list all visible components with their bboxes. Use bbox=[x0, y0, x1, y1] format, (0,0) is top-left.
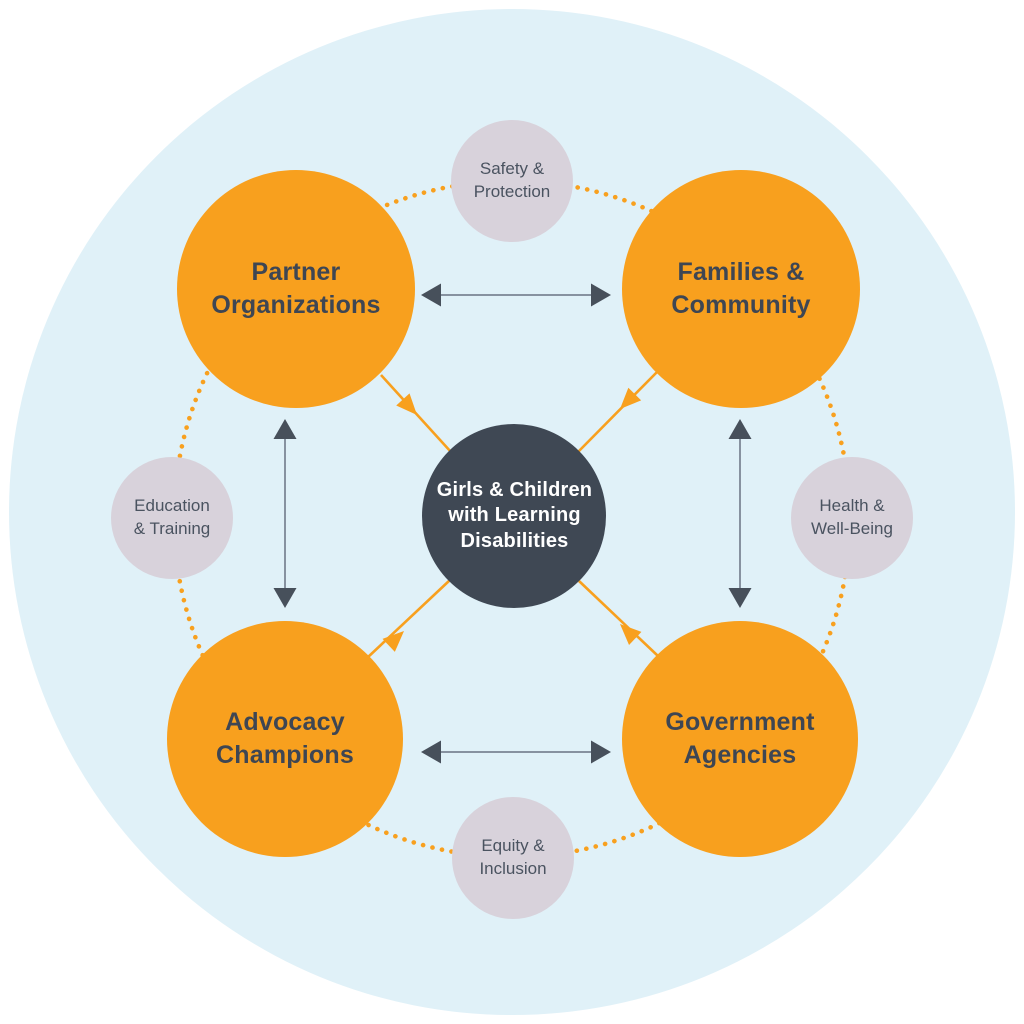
partner-organizations-circle bbox=[177, 170, 415, 408]
arrowhead-icon bbox=[728, 588, 752, 608]
advocacy-champions-circle bbox=[167, 621, 403, 857]
government-agencies-circle bbox=[622, 621, 858, 857]
link-arrows bbox=[284, 294, 741, 753]
link-arrowheads bbox=[273, 283, 752, 764]
arrowhead-icon bbox=[591, 283, 611, 307]
arrowhead-icon bbox=[421, 740, 441, 764]
education-training-circle bbox=[111, 457, 233, 579]
arrowhead-icon bbox=[591, 740, 611, 764]
arrowhead-icon bbox=[620, 624, 642, 645]
center-arrows bbox=[366, 370, 659, 659]
arrowhead-icon bbox=[273, 588, 297, 608]
arrowhead-icon bbox=[396, 393, 417, 415]
center-arrowheads bbox=[382, 387, 642, 652]
health-wellbeing-circle bbox=[791, 457, 913, 579]
center-circle bbox=[422, 424, 606, 608]
families-community-circle bbox=[622, 170, 860, 408]
arrowhead-icon bbox=[728, 419, 752, 439]
arrowhead-icon bbox=[382, 631, 404, 652]
arrowhead-icon bbox=[273, 419, 297, 439]
safety-protection-circle bbox=[451, 120, 573, 242]
arrow-advocacy-to-center bbox=[366, 579, 451, 659]
arrowhead-icon bbox=[421, 283, 441, 307]
arrowhead-icon bbox=[620, 387, 642, 409]
arrow-government-to-center bbox=[578, 580, 659, 657]
arrow-families-to-center bbox=[577, 370, 659, 453]
equity-inclusion-circle bbox=[452, 797, 574, 919]
